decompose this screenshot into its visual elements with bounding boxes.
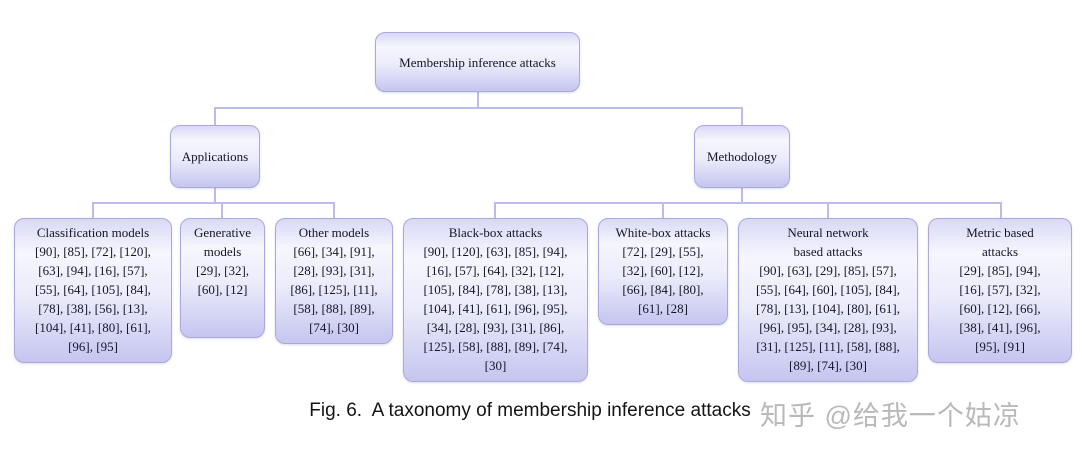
- node-title: Applications: [181, 149, 249, 164]
- node-refs: [29], [32], [60], [12]: [195, 263, 250, 297]
- node-title: Metric based attacks: [966, 225, 1034, 259]
- node-methodology: Methodology: [694, 125, 790, 188]
- node-metric-based-attacks: Metric based attacks [29], [85], [94], […: [928, 218, 1072, 363]
- connector-level1-horizontal: [214, 107, 743, 109]
- node-refs: [72], [29], [55], [32], [60], [12], [66]…: [622, 244, 704, 316]
- connector-classification-drop: [92, 202, 94, 218]
- node-refs: [66], [34], [91], [28], [93], [31], [86]…: [290, 244, 378, 335]
- node-title: Neural network based attacks: [787, 225, 869, 259]
- node-title: Methodology: [706, 149, 778, 164]
- node-classification-models: Classification models [90], [85], [72], …: [14, 218, 172, 363]
- node-neural-network-based-attacks: Neural network based attacks [90], [63],…: [738, 218, 918, 382]
- node-black-box-attacks: Black-box attacks [90], [120], [63], [85…: [403, 218, 588, 382]
- connector-applications-horizontal: [92, 202, 335, 204]
- connector-whitebox-drop: [662, 202, 664, 218]
- figure-caption: Fig. 6. A taxonomy of membership inferen…: [309, 400, 751, 421]
- node-other-models: Other models [66], [34], [91], [28], [93…: [275, 218, 393, 344]
- connector-applications-stub: [214, 187, 216, 204]
- node-refs: [90], [120], [63], [85], [94], [16], [57…: [423, 244, 568, 373]
- node-refs: [90], [85], [72], [120], [63], [94], [16…: [35, 244, 151, 354]
- connector-neural-drop: [827, 202, 829, 218]
- connector-methodology-horizontal: [494, 202, 1002, 204]
- node-refs: [90], [63], [29], [85], [57], [55], [64]…: [755, 263, 901, 373]
- connector-applications-drop: [214, 107, 216, 125]
- connector-blackbox-drop: [494, 202, 496, 218]
- node-refs: [29], [85], [94], [16], [57], [32], [60]…: [959, 263, 1041, 354]
- node-applications: Applications: [170, 125, 260, 188]
- watermark: 知乎 @给我一个姑凉: [760, 401, 1021, 431]
- node-title: Classification models: [36, 225, 150, 240]
- connector-generative-drop: [221, 202, 223, 218]
- node-title: White-box attacks: [615, 225, 711, 240]
- node-title: Generative models: [193, 225, 252, 259]
- connector-methodology-stub: [741, 187, 743, 204]
- node-white-box-attacks: White-box attacks [72], [29], [55], [32]…: [598, 218, 728, 325]
- node-title: Black-box attacks: [448, 225, 543, 240]
- connector-other-drop: [333, 202, 335, 218]
- connector-metric-drop: [1000, 202, 1002, 218]
- connector-root-stub: [477, 91, 479, 108]
- node-generative-models: Generative models [29], [32], [60], [12]: [180, 218, 265, 338]
- connector-methodology-drop: [741, 107, 743, 125]
- node-title: Membership inference attacks: [399, 54, 556, 70]
- node-membership-inference-attacks: Membership inference attacks: [375, 32, 580, 92]
- node-title: Other models: [298, 225, 370, 240]
